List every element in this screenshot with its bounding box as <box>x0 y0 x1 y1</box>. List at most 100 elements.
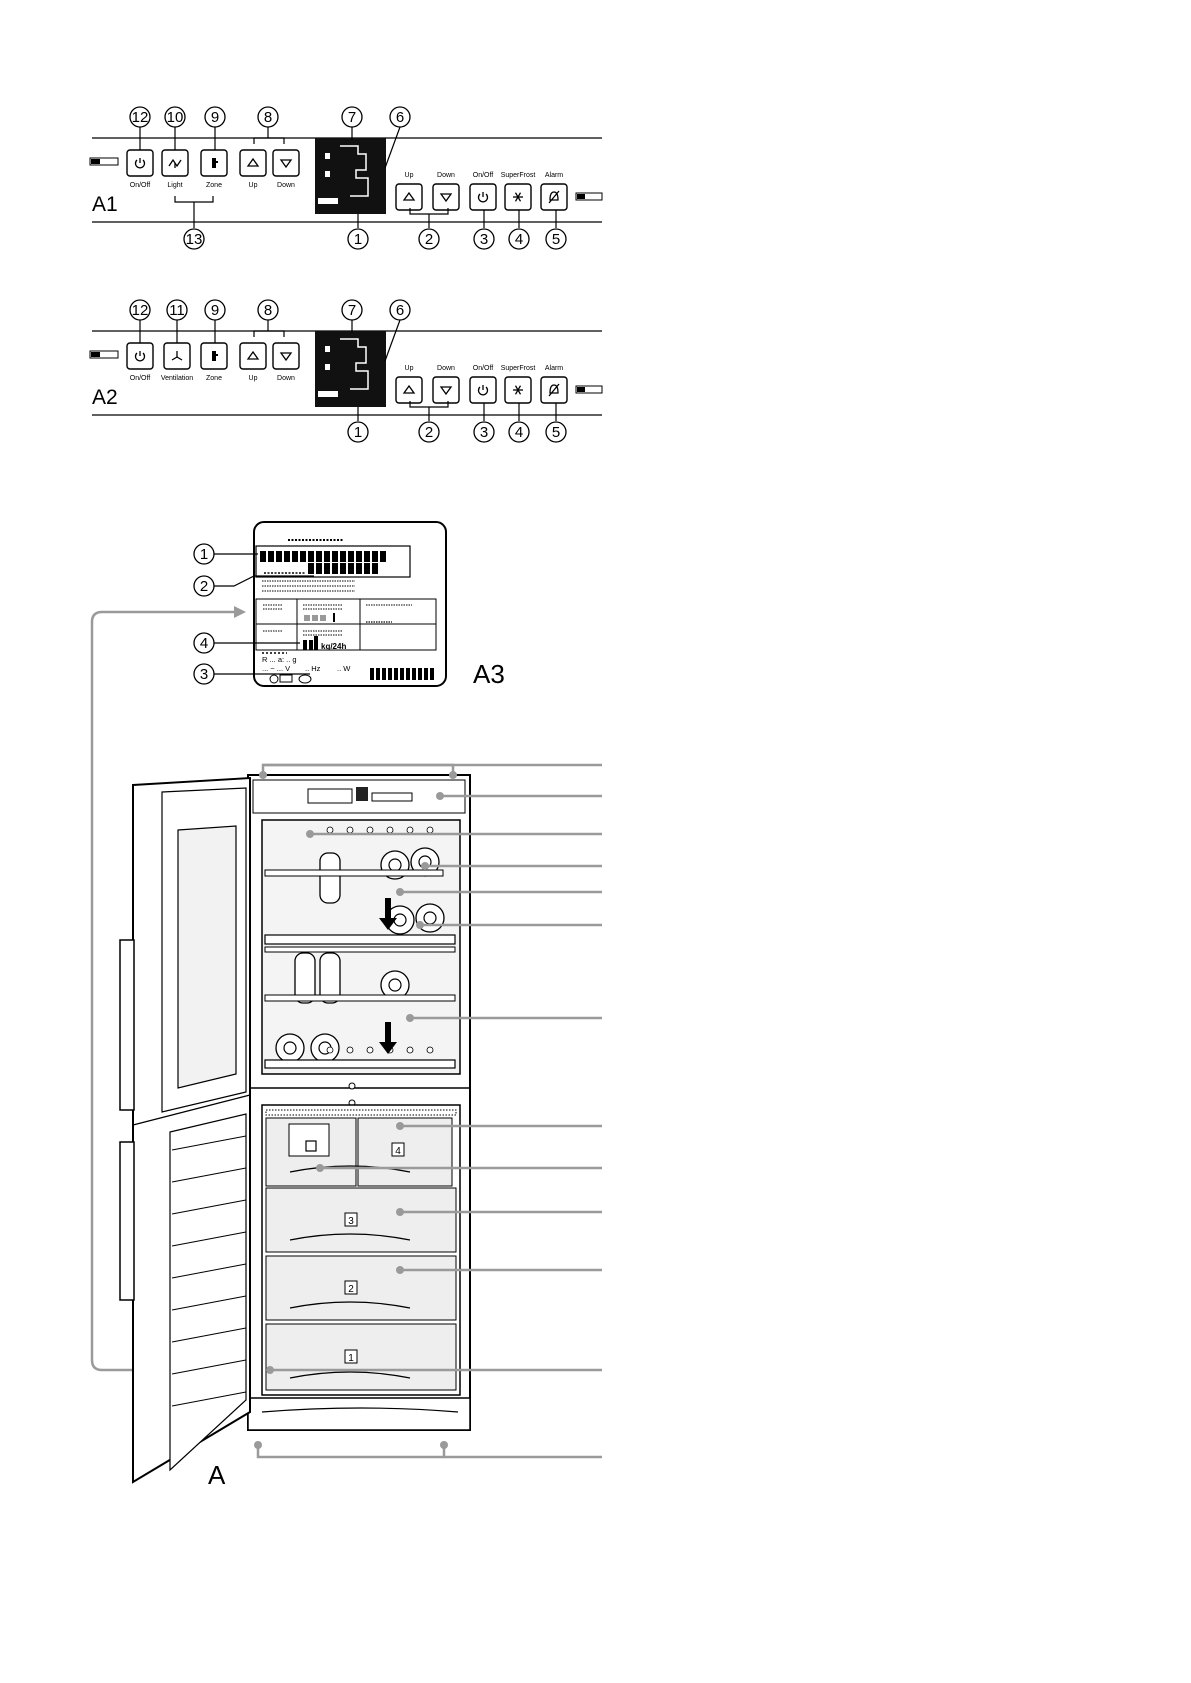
down-button[interactable] <box>272 149 300 177</box>
wine-bottle <box>294 952 316 1004</box>
callout-8: 8 <box>257 299 279 321</box>
on-off-button[interactable] <box>126 149 154 177</box>
callout-7: 7 <box>341 106 363 128</box>
svg-text:12: 12 <box>132 109 149 126</box>
button-label: On/Off <box>473 172 494 179</box>
callout-6: 6 <box>389 299 411 321</box>
svg-text:1: 1 <box>200 546 208 563</box>
callout-8: 8 <box>257 106 279 128</box>
light-button[interactable] <box>161 149 189 177</box>
fan-icon <box>171 351 183 361</box>
callout-2: 2 <box>193 575 215 597</box>
up-button[interactable] <box>239 342 267 370</box>
wine-indicator-icon <box>575 192 603 201</box>
svg-text:2: 2 <box>425 424 433 441</box>
button-label: Zone <box>206 182 222 189</box>
callout-9: 9 <box>204 106 226 128</box>
panel-a1-title: A1 <box>92 193 118 216</box>
on-off-button[interactable] <box>469 376 497 404</box>
svg-text:3: 3 <box>480 231 488 248</box>
power-icon <box>134 158 146 169</box>
down-button[interactable] <box>432 183 460 211</box>
glass-door-pane <box>177 825 237 1089</box>
button-label: On/Off <box>130 375 151 382</box>
callout-12: 12 <box>129 106 151 128</box>
alarm-button[interactable] <box>540 376 568 404</box>
arrow-up-icon <box>246 157 260 167</box>
svg-text:2: 2 <box>425 231 433 248</box>
button-label: Up <box>405 365 414 372</box>
wine-bottle <box>310 1033 340 1063</box>
callout-5: 5 <box>545 421 567 443</box>
button-label: SuperFrost <box>501 172 536 179</box>
button-label: Down <box>277 375 295 382</box>
callout-3: 3 <box>193 663 215 685</box>
zone-button[interactable] <box>200 149 228 177</box>
superfrost-button[interactable] <box>504 376 532 404</box>
button-label: Down <box>437 365 455 372</box>
up-button[interactable] <box>239 149 267 177</box>
on-off-button[interactable] <box>126 342 154 370</box>
insert-arrow-icon <box>379 898 397 930</box>
zone-icon <box>212 351 218 361</box>
button-label: Ventilation <box>161 375 193 382</box>
callout-5: 5 <box>545 228 567 250</box>
up-button[interactable] <box>395 183 423 211</box>
button-label: Up <box>249 375 258 382</box>
wine-indicator-icon <box>575 385 603 394</box>
on-off-button[interactable] <box>469 183 497 211</box>
callout-12: 12 <box>129 299 151 321</box>
button-label: Zone <box>206 375 222 382</box>
down-button[interactable] <box>272 342 300 370</box>
refrigerant-label: R ... a: .. g <box>262 655 297 664</box>
svg-text:6: 6 <box>396 109 404 126</box>
control-panel <box>307 788 353 804</box>
alarm-button[interactable] <box>540 183 568 211</box>
wine-bottle <box>319 852 341 904</box>
button-label: Alarm <box>545 365 563 372</box>
arrow-down-icon <box>439 193 453 203</box>
svg-text:11: 11 <box>169 302 185 319</box>
alarm-off-icon <box>548 190 560 204</box>
svg-text:13: 13 <box>186 231 203 248</box>
drawer-number-1: 1 <box>344 1349 358 1364</box>
svg-text:2: 2 <box>348 1284 354 1295</box>
up-button[interactable] <box>395 376 423 404</box>
svg-text:5: 5 <box>552 231 560 248</box>
arrow-up-icon <box>402 191 416 201</box>
svg-text:1: 1 <box>348 1353 354 1364</box>
callout-11: 11 <box>166 299 188 321</box>
superfrost-button[interactable] <box>504 183 532 211</box>
callout-10: 10 <box>164 106 186 128</box>
ventilation-button[interactable] <box>163 342 191 370</box>
power-label: .. W <box>337 664 351 673</box>
rating-plate-a3: A3 kg/24h R ... a: .. g ... ~ ... V .. <box>193 521 505 689</box>
callout-2: 2 <box>418 228 440 250</box>
appliance-title: A <box>208 1460 226 1490</box>
callout-2: 2 <box>418 421 440 443</box>
door-handle <box>119 939 135 1111</box>
arrow-down-icon <box>279 159 293 169</box>
rating-plate-title: A3 <box>473 659 505 689</box>
alarm-off-icon <box>548 383 560 397</box>
callout-3: 3 <box>473 228 495 250</box>
svg-text:1: 1 <box>354 231 362 248</box>
svg-text:8: 8 <box>264 302 272 319</box>
freezer-drawer <box>265 1255 457 1321</box>
svg-text:3: 3 <box>480 424 488 441</box>
svg-text:9: 9 <box>211 109 219 126</box>
power-icon <box>134 351 146 362</box>
svg-text:4: 4 <box>395 1146 401 1157</box>
svg-text:4: 4 <box>515 424 523 441</box>
down-button[interactable] <box>432 376 460 404</box>
svg-text:3: 3 <box>200 666 208 683</box>
button-label: On/Off <box>130 182 151 189</box>
frequency-label: .. Hz <box>305 664 321 673</box>
svg-text:4: 4 <box>515 231 523 248</box>
button-label: Light <box>167 182 182 189</box>
door-handle <box>119 1141 135 1301</box>
svg-text:7: 7 <box>348 302 356 319</box>
zone-button[interactable] <box>200 342 228 370</box>
